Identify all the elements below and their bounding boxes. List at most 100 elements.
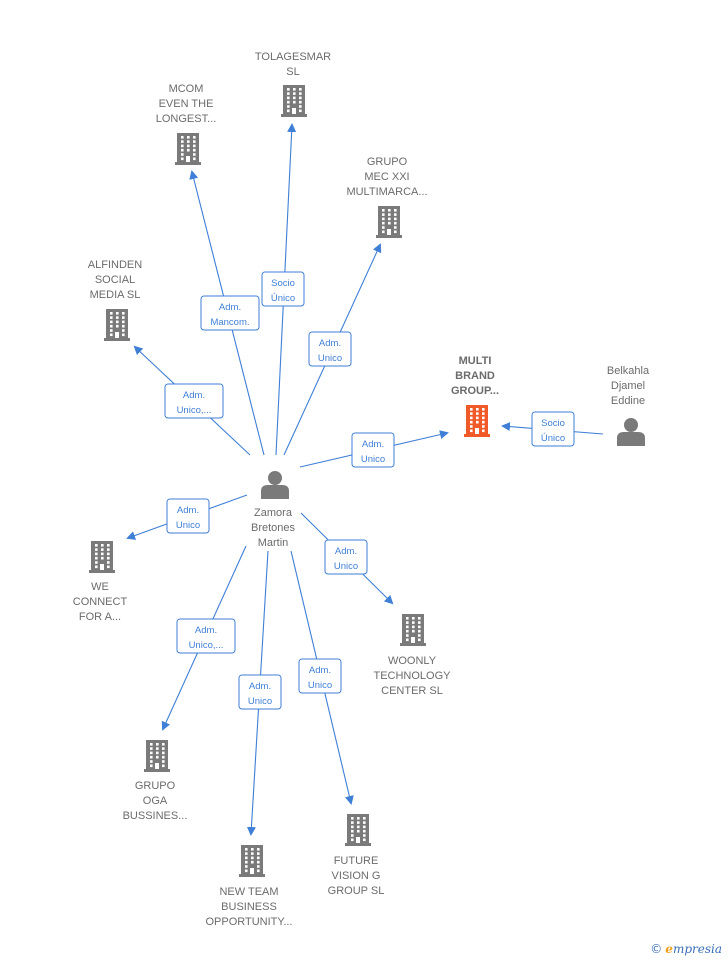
edge-label-text: Unico — [318, 353, 342, 364]
node-label: GROUP SL — [328, 885, 385, 897]
person-icon — [617, 418, 645, 446]
brand-initial: e — [665, 942, 673, 956]
edge-label-text: Unico,... — [177, 405, 212, 416]
node-new-team[interactable]: NEW TEAMBUSINESSOPPORTUNITY... — [205, 845, 293, 928]
node-we-connect[interactable]: WE CONNECT FOR A... — [73, 541, 128, 623]
edge-label-box — [261, 271, 305, 307]
building-icon — [239, 845, 265, 877]
edge-label-text: Adm. — [309, 665, 331, 676]
node-label: BUSSINES... — [123, 810, 188, 822]
node-label: Eddine — [611, 395, 645, 407]
node-grupo-oga[interactable]: GRUPO OGA BUSSINES... — [123, 740, 188, 822]
copyright-symbol: © — [650, 942, 663, 956]
node-label: ALFINDEN — [88, 259, 142, 271]
brand-name: mpresia — [672, 942, 722, 956]
edge-label-text: Unico — [176, 520, 200, 531]
node-label: GRUPO — [135, 780, 176, 792]
edge-label-zamora-to-grupo-oga[interactable]: Adm. Unico,... — [176, 618, 236, 654]
edge-label-text: Socio — [541, 418, 565, 429]
node-label: EVEN THE — [159, 98, 214, 110]
edge-label-text: Adm. — [319, 338, 341, 349]
edge-label-box — [238, 674, 282, 710]
node-label: BRAND — [455, 370, 495, 382]
node-label: Bretones — [251, 522, 296, 534]
node-label: BUSINESS — [221, 901, 277, 913]
node-label: MCOM — [169, 83, 204, 95]
node-grupo-mec[interactable]: GRUPO MEC XXI MULTIMARCA... — [346, 156, 428, 238]
node-label: VISION G — [332, 870, 381, 882]
node-label: LONGEST... — [156, 113, 217, 125]
building-icon — [464, 405, 490, 437]
building-icon — [89, 541, 115, 573]
edge-label-text: Unico — [308, 680, 332, 691]
edge-label-zamora-to-new-team[interactable]: Adm.Unico — [238, 674, 282, 710]
edge-label-box — [176, 618, 236, 654]
edge-label-text: Adm. — [195, 625, 217, 636]
node-tolagesmar[interactable]: TOLAGESMAR SL — [255, 51, 331, 117]
node-label: FOR A... — [79, 611, 121, 623]
node-label: MEDIA SL — [90, 289, 141, 301]
node-label: MULTIMARCA... — [346, 186, 427, 198]
edge-label-box — [200, 295, 260, 331]
edge-label-box — [298, 658, 342, 694]
edge-label-box — [308, 331, 352, 367]
edge-label-zamora-to-grupo-mec[interactable]: Adm. Unico — [308, 331, 352, 367]
edge-label-text: Adm. — [219, 302, 241, 313]
edge-label-box — [166, 498, 210, 534]
building-icon — [376, 206, 402, 238]
node-label: Djamel — [611, 380, 645, 392]
edge-label-text: Único — [541, 433, 565, 444]
building-icon — [144, 740, 170, 772]
node-label: SOCIAL — [95, 274, 135, 286]
edge-label-text: Único — [271, 293, 295, 304]
edge-label-zamora-to-woonly[interactable]: Adm. Unico — [324, 539, 368, 575]
node-label: OGA — [143, 795, 168, 807]
edge-label-zamora-to-future-vision[interactable]: Adm. Unico — [298, 658, 342, 694]
node-alfinden[interactable]: ALFINDEN SOCIAL MEDIA SL — [88, 259, 142, 341]
node-label: CONNECT — [73, 596, 128, 608]
node-label: Martin — [258, 537, 289, 549]
edge-label-text: Socio — [271, 278, 295, 289]
edge-label-box — [531, 411, 575, 447]
node-label: Belkahla — [607, 365, 650, 377]
edge-label-text: Adm. — [335, 546, 357, 557]
node-label: OPPORTUNITY... — [205, 916, 292, 928]
node-label: CENTER SL — [381, 685, 443, 697]
edge-label-text: Adm. — [362, 439, 384, 450]
node-label: MEC XXI — [364, 171, 409, 183]
node-label: WOONLY — [388, 655, 437, 667]
edge-label-box — [324, 539, 368, 575]
edge-label-text: Adm. — [177, 505, 199, 516]
node-label: TECHNOLOGY — [373, 670, 451, 682]
node-label: GROUP... — [451, 385, 499, 397]
building-icon — [345, 814, 371, 846]
building-icon — [400, 614, 426, 646]
node-label: GRUPO — [367, 156, 408, 168]
node-label: MULTI — [459, 355, 492, 367]
empresia-watermark: ©empresia — [650, 942, 722, 956]
node-label: Zamora — [254, 507, 293, 519]
edge-label-zamora-to-alfinden[interactable]: Adm.Unico,... — [164, 383, 224, 419]
node-woonly[interactable]: WOONLY TECHNOLOGY CENTER SL — [373, 614, 451, 697]
edge-label-text: Unico — [334, 561, 358, 572]
node-multi-brand[interactable]: MULTI BRAND GROUP... — [451, 355, 499, 437]
node-future-vision[interactable]: FUTURE VISION G GROUP SL — [328, 814, 385, 897]
node-label: FUTURE — [334, 855, 379, 867]
building-icon — [281, 85, 307, 117]
node-label: TOLAGESMAR — [255, 51, 331, 63]
edge-label-text: Unico,... — [189, 640, 224, 651]
edge-label-text: Adm. — [249, 681, 271, 692]
node-label: SL — [286, 66, 299, 78]
node-label: WE — [91, 581, 109, 593]
edge-label-zamora-to-mcom[interactable]: Adm.Mancom. — [200, 295, 260, 331]
edge-label-zamora-to-we-connect[interactable]: Adm. Unico — [166, 498, 210, 534]
edge-label-text: Unico — [361, 454, 385, 465]
node-mcom[interactable]: MCOM EVEN THE LONGEST... — [156, 83, 217, 165]
building-icon — [104, 309, 130, 341]
edge-label-zamora-to-multi-brand[interactable]: Adm. Unico — [351, 432, 395, 468]
